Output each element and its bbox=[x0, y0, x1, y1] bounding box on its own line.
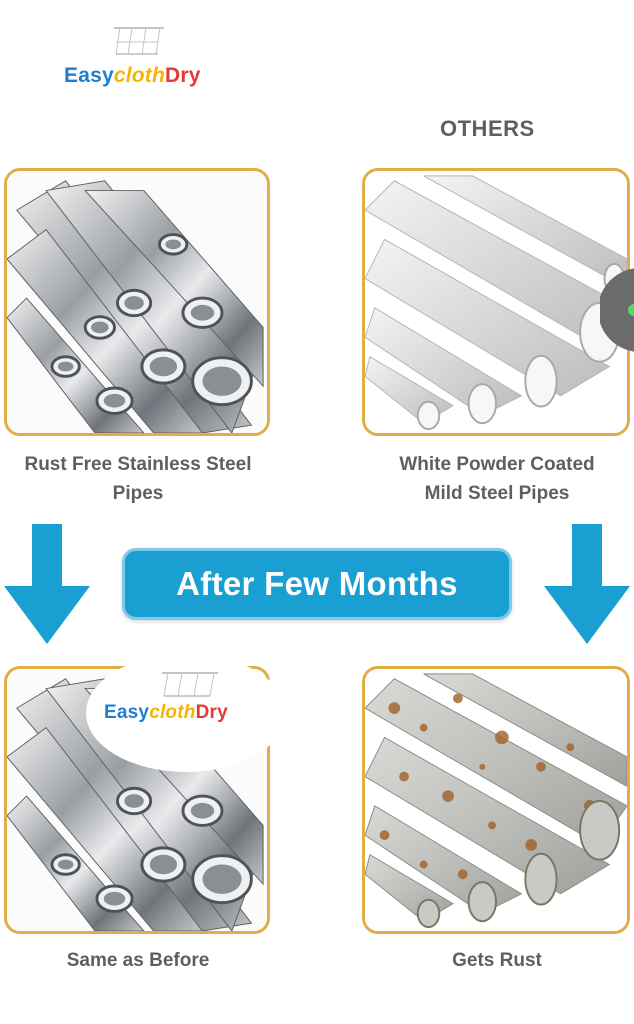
arrow-down-icon bbox=[4, 524, 90, 644]
white-caption: White Powder Coated Mild Steel Pipes bbox=[399, 454, 595, 504]
brand-wordmark: EasyclothDry bbox=[104, 702, 228, 723]
brand-logo-overlay: EasyclothDry bbox=[86, 654, 286, 772]
arrow-down-icon bbox=[544, 524, 630, 644]
others-label: OTHERS bbox=[440, 116, 535, 141]
rusty-pipes-image bbox=[362, 666, 630, 934]
banner-text: After Few Months bbox=[176, 565, 458, 602]
brand-logo: EasyclothDry bbox=[64, 24, 214, 94]
same-as-before-caption: Same as Before bbox=[66, 950, 210, 971]
stainless-caption: Rust Free Stainless Steel Pipes bbox=[24, 454, 252, 504]
brand-part-easy: Easy bbox=[64, 64, 114, 87]
scroll-handle-icon[interactable] bbox=[600, 268, 634, 352]
brand-part-dry: Dry bbox=[165, 64, 201, 87]
clothes-rack-icon bbox=[114, 27, 164, 55]
white-pipes-image bbox=[362, 168, 630, 436]
brand-part-cloth: cloth bbox=[113, 64, 166, 87]
brand-wordmark: EasyclothDry bbox=[64, 64, 201, 88]
gets-rust-caption: Gets Rust bbox=[452, 950, 542, 971]
stainless-pipes-image bbox=[4, 168, 270, 436]
clothes-rack-icon bbox=[162, 672, 218, 697]
after-few-months-banner: After Few Months bbox=[122, 548, 512, 620]
